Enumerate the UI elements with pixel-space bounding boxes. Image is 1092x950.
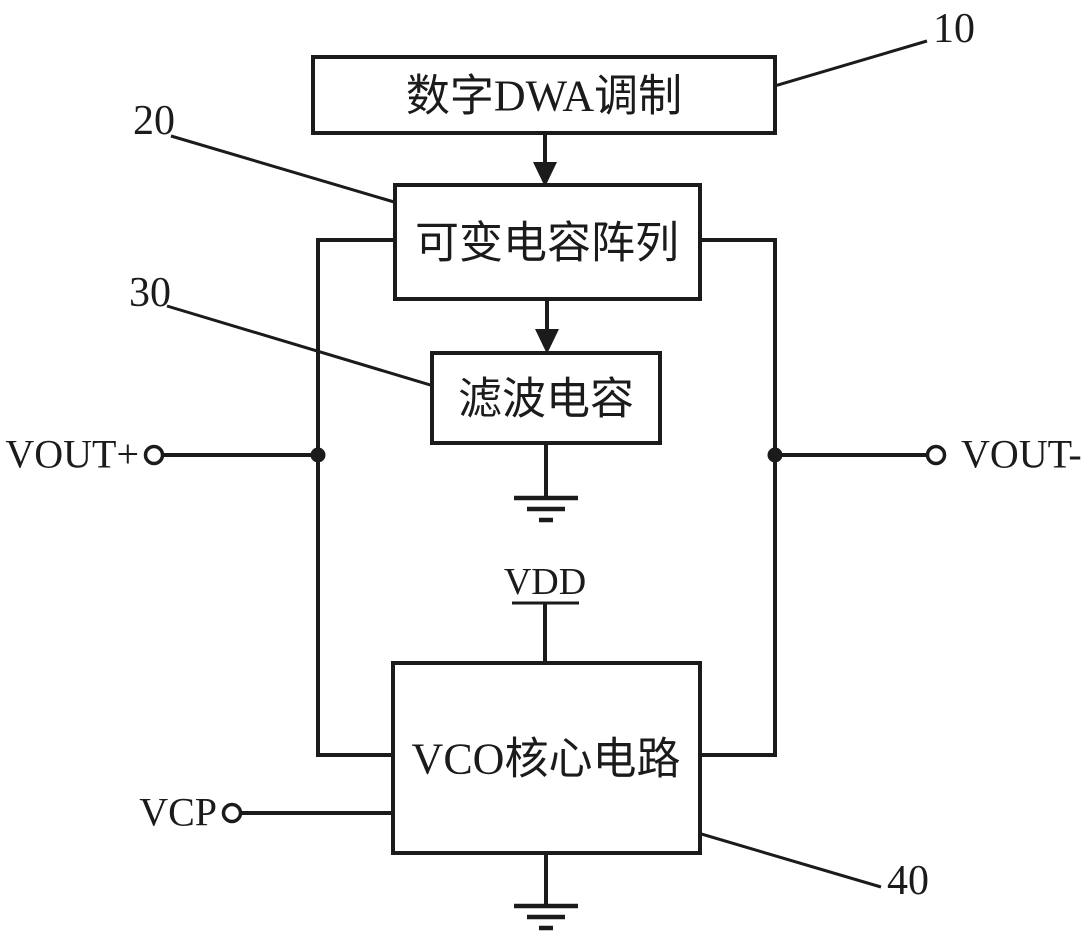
block-vco-core-box <box>391 661 702 855</box>
junction-dot-right <box>767 447 783 463</box>
ref-label-30: 30 <box>129 270 171 316</box>
arrowhead-caparray-to-filtercap <box>535 329 559 354</box>
block-variable-cap-array-label: 可变电容阵列 <box>415 219 679 268</box>
terminal-vout-minus <box>925 444 947 466</box>
block-vco-core: VCO核心电路 <box>391 661 702 855</box>
ground-symbol-filtercap <box>514 495 578 523</box>
block-dwa-modulation-label: 数字DWA调制 <box>406 72 682 121</box>
junction-dot-left <box>310 447 326 463</box>
block-filter-capacitor: 滤波电容 <box>430 351 662 445</box>
block-filter-capacitor-label: 滤波电容 <box>458 375 634 424</box>
ref-label-40: 40 <box>887 858 929 904</box>
block-dwa-modulation: 数字DWA调制 <box>311 55 777 135</box>
label-vcp: VCP <box>139 790 217 835</box>
wire-left-rail <box>316 238 395 757</box>
block-filter-capacitor-box <box>430 351 662 445</box>
arrowhead-dwa-to-caparray <box>533 162 557 187</box>
leader-line-30 <box>166 304 448 392</box>
label-vout-plus: VOUT+ <box>5 432 139 477</box>
leader-line-20 <box>170 134 412 209</box>
block-dwa-modulation-box <box>311 55 777 135</box>
ref-label-10: 10 <box>933 6 975 52</box>
block-vco-core-label: VCO核心电路 <box>412 735 681 784</box>
label-vout-minus: VOUT- <box>961 432 1082 477</box>
ref-label-20: 20 <box>133 98 175 144</box>
ground-symbol-vco <box>514 903 578 931</box>
label-vdd: VDD <box>504 561 586 603</box>
block-variable-cap-array: 可变电容阵列 <box>393 183 702 301</box>
block-variable-cap-array-box <box>393 183 702 301</box>
terminal-vcp <box>221 802 243 824</box>
terminal-vout-plus <box>143 444 165 466</box>
connection-wires <box>162 133 928 905</box>
wire-right-rail <box>700 238 777 757</box>
